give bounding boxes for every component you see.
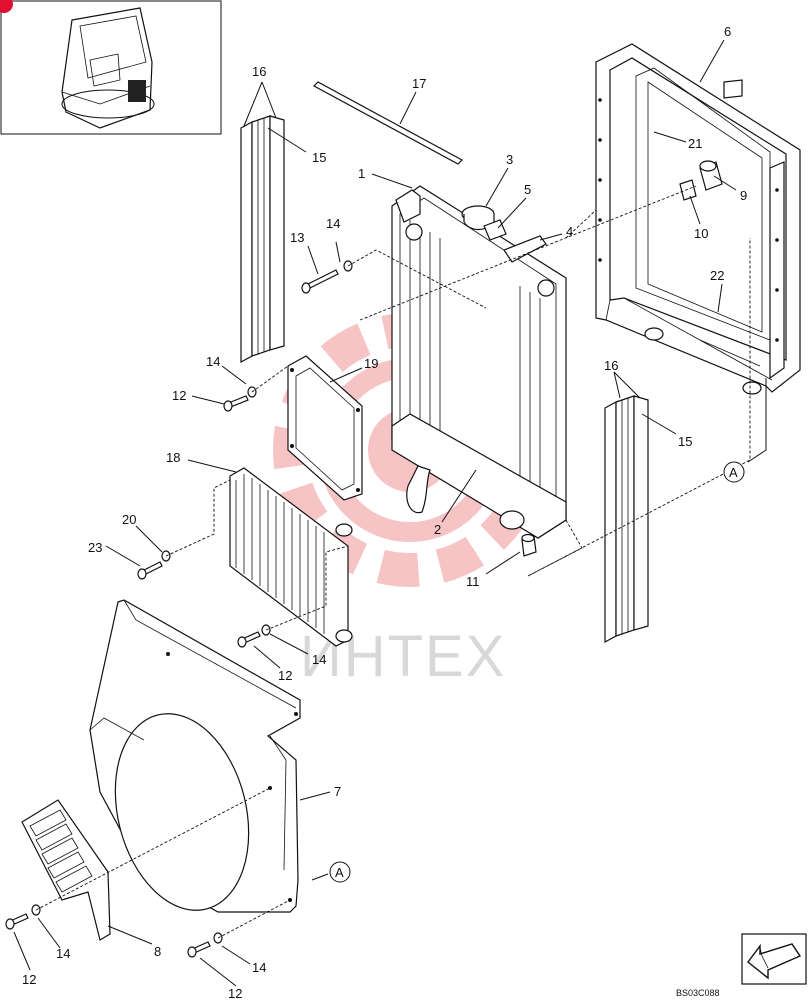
svg-text:A: A [729, 465, 738, 480]
part-4-hose [503, 235, 547, 263]
label-7: 7 [334, 784, 341, 799]
label-14-middle: 14 [312, 652, 326, 667]
label-17: 17 [412, 76, 426, 91]
part-9-cushion [699, 160, 723, 191]
bolt-12-lower-right [187, 932, 223, 958]
label-11: 11 [466, 574, 480, 589]
label-23: 23 [88, 540, 102, 555]
part-2-radiator [391, 185, 567, 539]
part-8-guard [21, 799, 111, 941]
label-4: 4 [566, 224, 573, 239]
part-18-oil-cooler [229, 467, 353, 647]
part-16-seal-left [240, 115, 285, 364]
ref-marker-a-lower: A [329, 861, 351, 883]
label-14-top: 14 [326, 216, 340, 231]
label-5: 5 [524, 182, 531, 197]
bolt-12-lower-left [5, 904, 41, 930]
label-12-lower-right: 12 [228, 986, 242, 1000]
label-2: 2 [434, 522, 441, 537]
label-16-left: 16 [252, 64, 266, 79]
label-22: 22 [710, 268, 724, 283]
bolt-12-upper [223, 386, 257, 412]
label-1: 1 [358, 166, 365, 181]
part-10-collar [679, 179, 697, 201]
leader-lines [13, 39, 767, 987]
part-labels: 1 2 3 4 5 6 7 8 9 10 11 12 12 12 12 13 1… [22, 24, 747, 1000]
label-8: 8 [154, 944, 161, 959]
label-14-upper: 14 [206, 354, 220, 369]
machine-overview-inset [0, 0, 222, 135]
page-marker-badge [0, 0, 13, 13]
part-19-plate [287, 355, 363, 501]
part-7-fan-shroud [89, 599, 301, 913]
label-14-lower-right: 14 [252, 960, 266, 975]
svg-text:A: A [335, 865, 344, 880]
label-13: 13 [290, 230, 304, 245]
orientation-arrow-icon [747, 943, 802, 980]
label-3: 3 [506, 152, 513, 167]
label-18: 18 [166, 450, 180, 465]
assembly-lines [35, 150, 751, 939]
label-14-lower-left: 14 [56, 946, 70, 961]
part-16-seal-right [604, 395, 649, 644]
label-15-right: 15 [678, 434, 692, 449]
ref-marker-a-upper: A [723, 461, 745, 483]
label-19: 19 [364, 356, 378, 371]
label-20: 20 [122, 512, 136, 527]
cooler-fins [235, 474, 325, 634]
label-9: 9 [740, 188, 747, 203]
orientation-arrow-box [741, 933, 807, 985]
bolt-13 [301, 260, 353, 294]
label-12-upper: 12 [172, 388, 186, 403]
label-16-right: 16 [604, 358, 618, 373]
label-12-lower-left: 12 [22, 972, 36, 987]
part-11-plug [521, 533, 537, 557]
part-17-seal-strip [313, 81, 463, 165]
label-6: 6 [724, 24, 731, 39]
excavator-cab-icon [61, 7, 155, 129]
label-12-middle: 12 [278, 668, 292, 683]
drawing-code: BS03C088 [676, 988, 720, 998]
label-10: 10 [694, 226, 708, 241]
label-15-left: 15 [312, 150, 326, 165]
bolt-12-middle [237, 624, 271, 648]
bolt-23 [137, 550, 171, 580]
frame-bolt-holes [598, 98, 779, 342]
label-21: 21 [688, 136, 702, 151]
